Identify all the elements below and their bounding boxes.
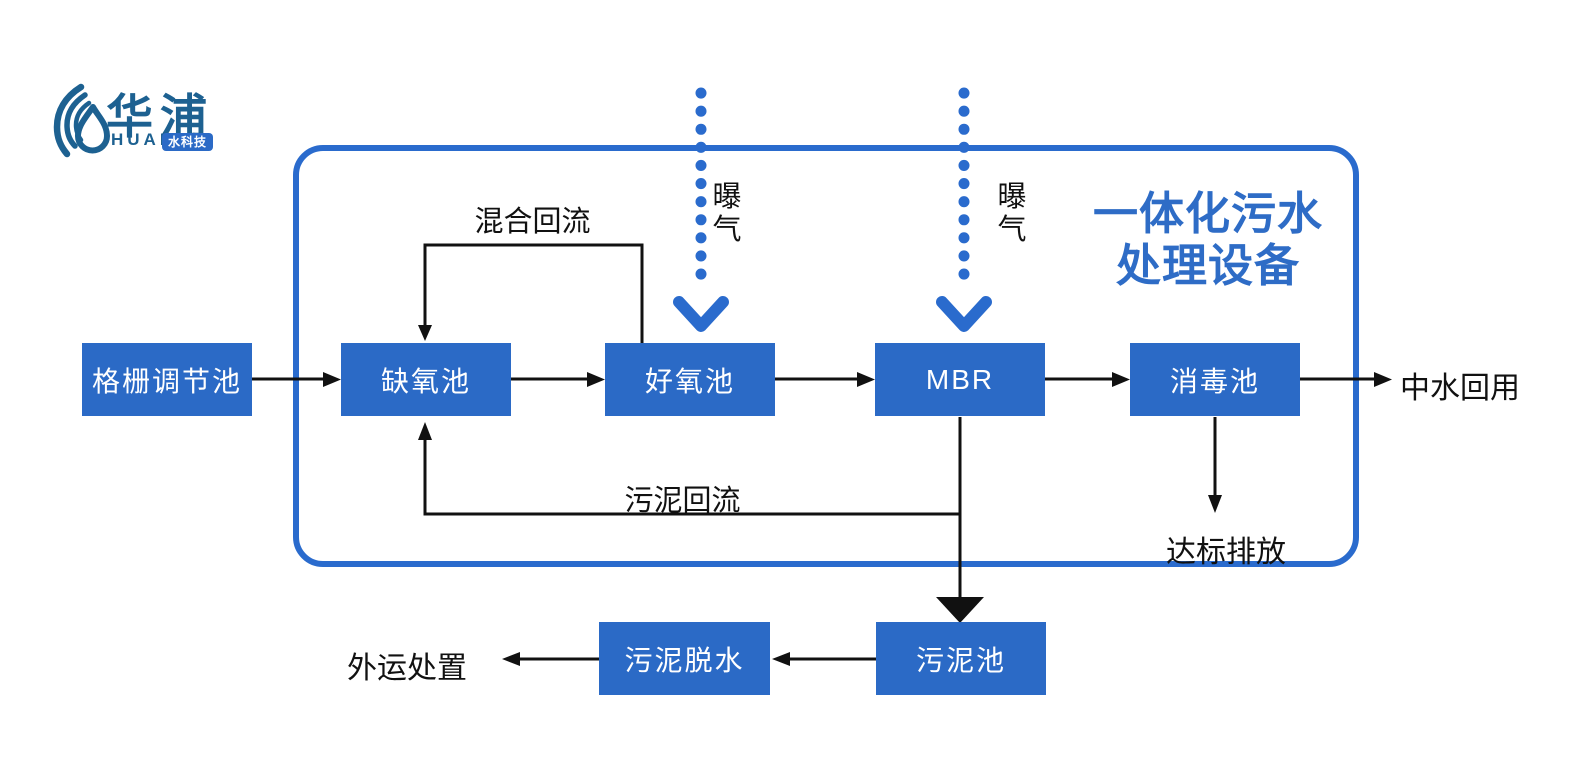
node-disinfection-tank: 消毒池 — [1130, 343, 1300, 416]
node-sludge-dewatering: 污泥脱水 — [599, 622, 770, 695]
node-aerobic-tank: 好氧池 — [605, 343, 775, 416]
equipment-enclosure-border — [293, 145, 1359, 567]
label-aeration-aerobic: 曝气 — [712, 181, 742, 246]
diagram-title: 一体化污水 处理设备 — [1078, 188, 1338, 292]
node-mbr: MBR — [875, 343, 1045, 416]
diagram-title-line1: 一体化污水 — [1092, 189, 1323, 239]
node-screen-tank: 格栅调节池 — [82, 343, 252, 416]
label-mixed-reflux: 混合回流 — [474, 206, 591, 238]
node-sludge-tank: 污泥池 — [876, 622, 1046, 695]
label-standard-discharge: 达标排放 — [1166, 536, 1286, 569]
label-reclaimed-water-reuse: 中水回用 — [1400, 372, 1520, 405]
logo-badge: 水科技 — [162, 133, 214, 151]
diagram-title-line2: 处理设备 — [1115, 241, 1300, 291]
label-offsite-disposal: 外运处置 — [347, 652, 467, 685]
water-drop-icon — [53, 83, 110, 158]
label-sludge-reflux: 污泥回流 — [624, 485, 741, 517]
node-anoxic-tank: 缺氧池 — [341, 343, 511, 416]
arrow-dewatering-to-disposal — [502, 652, 599, 666]
label-aeration-mbr: 曝气 — [997, 181, 1027, 246]
arrow-sludgetank-to-dewatering — [772, 652, 876, 666]
